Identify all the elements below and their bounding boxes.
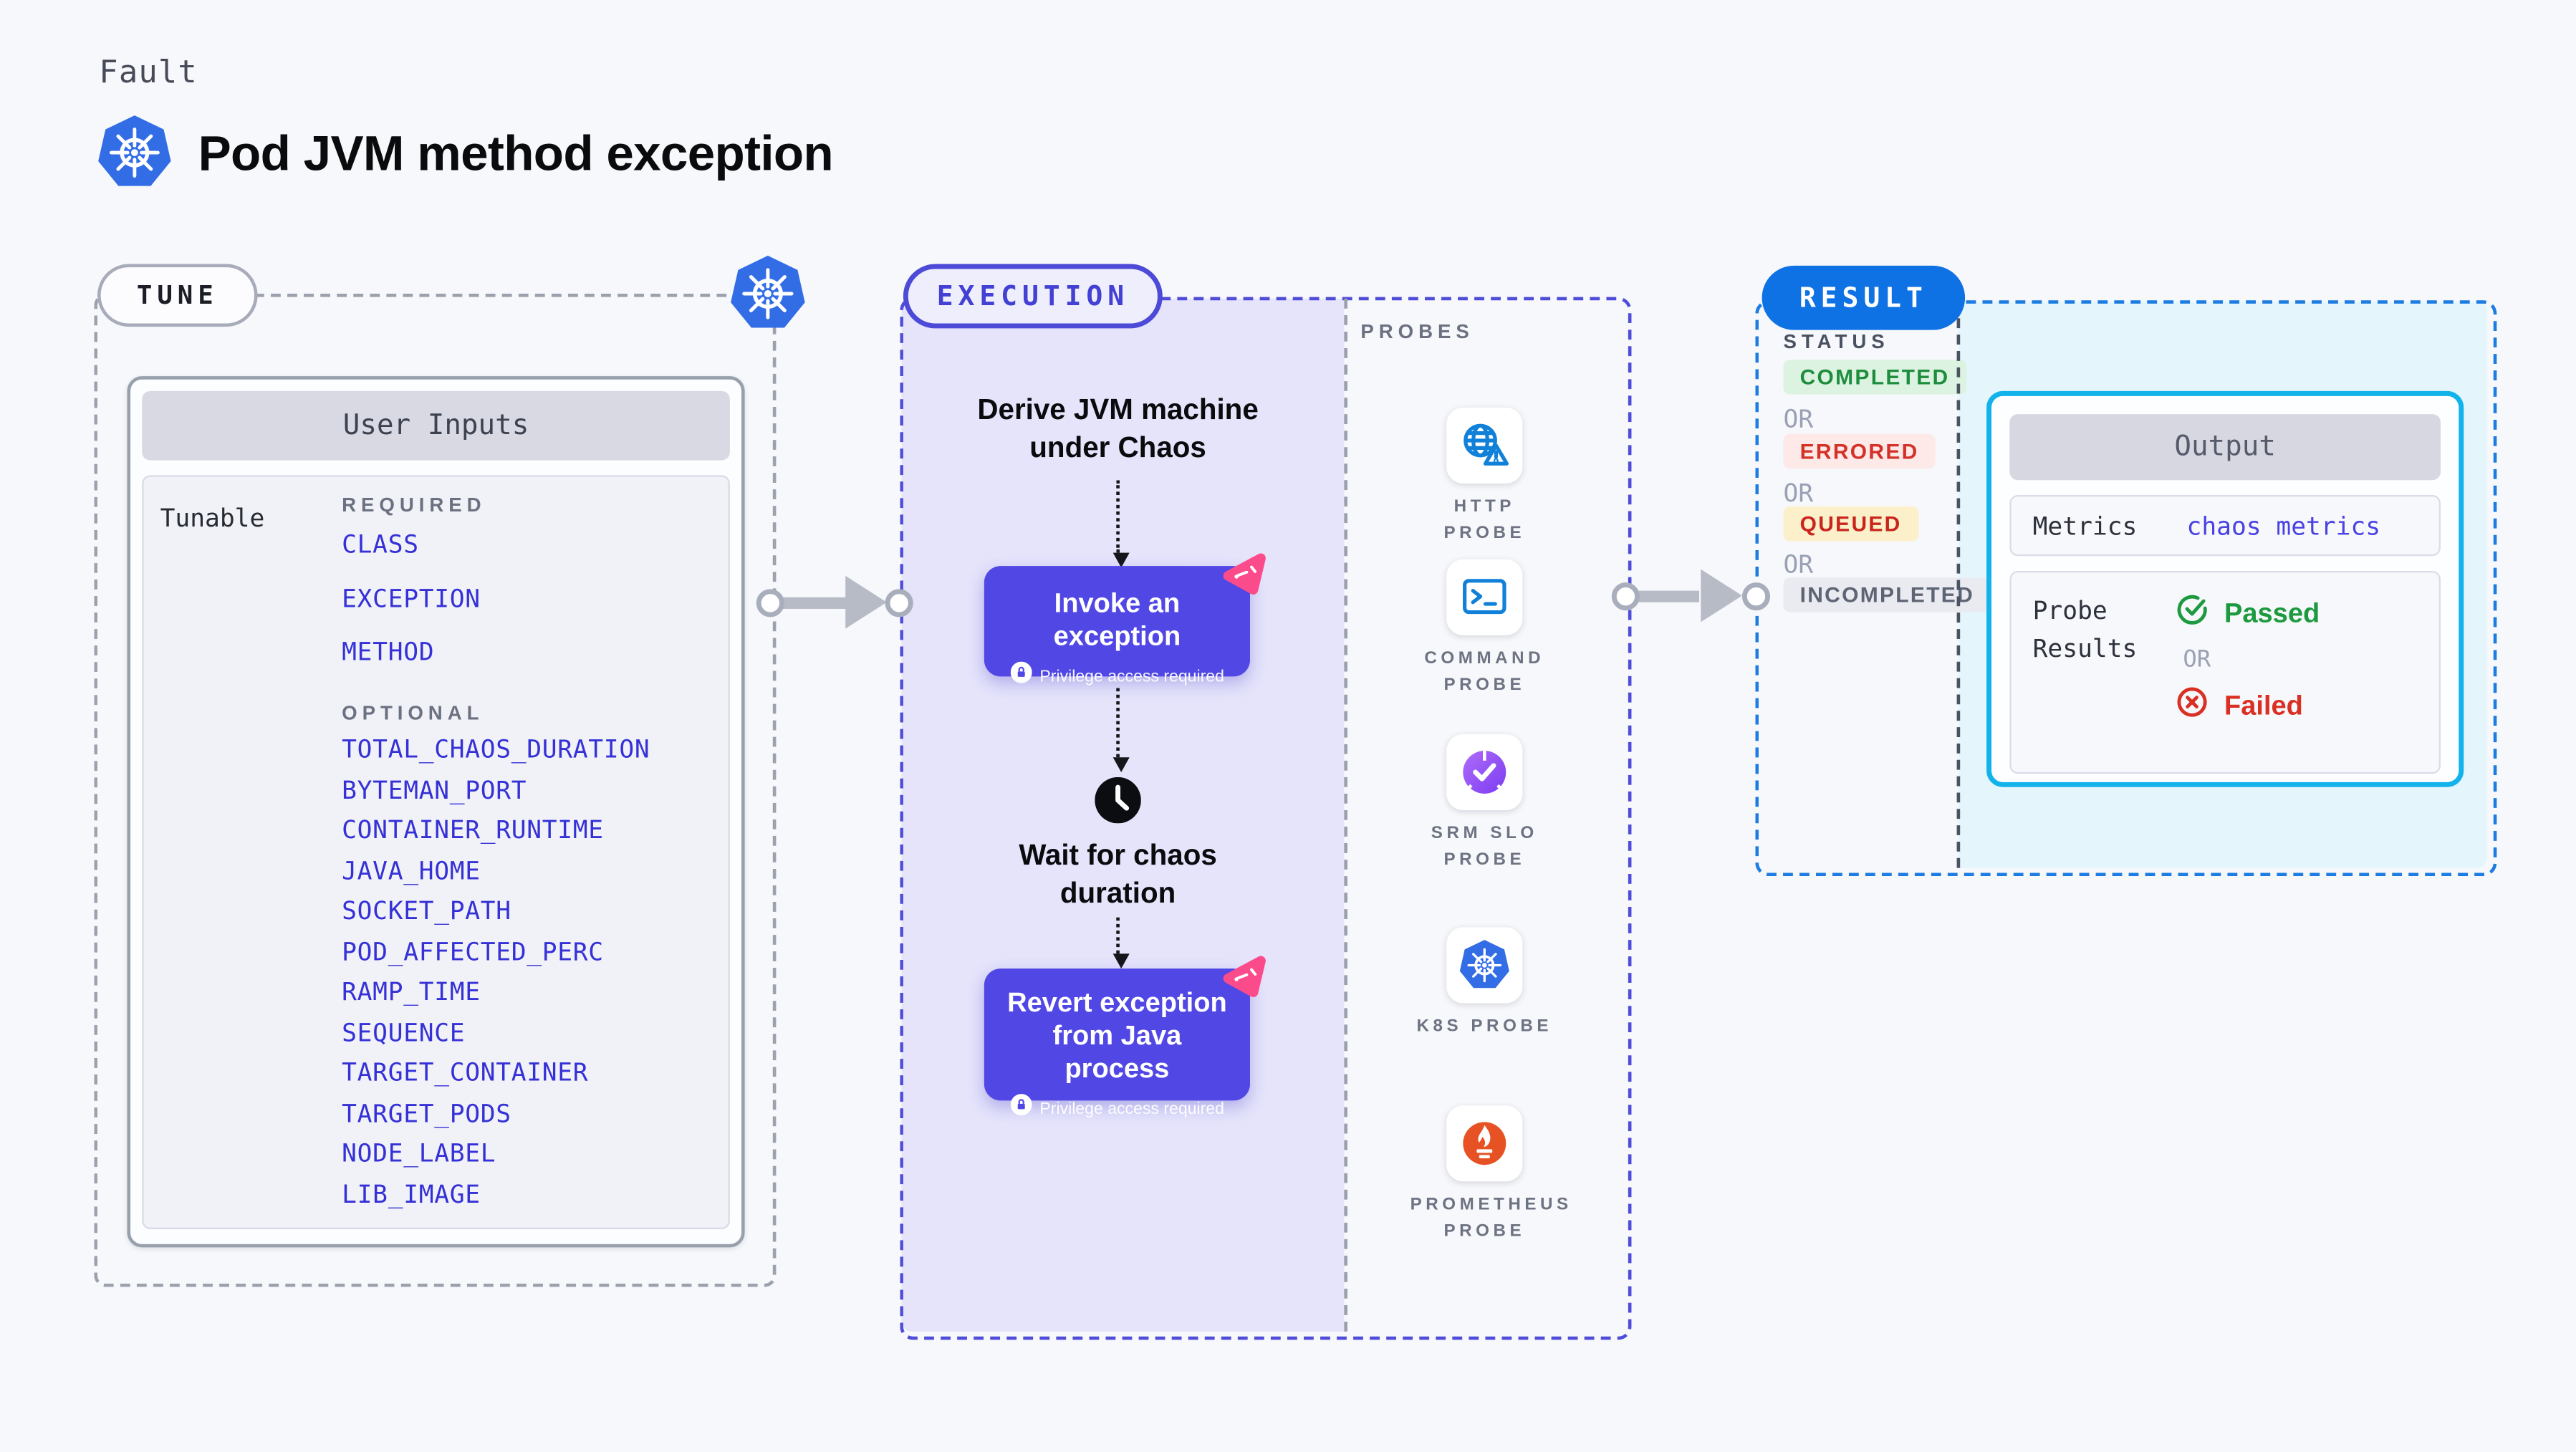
probe-name: HTTP PROBE (1443, 496, 1526, 543)
env-var-link[interactable]: RAMP_TIME (342, 976, 481, 1007)
env-var-link[interactable]: METHOD (342, 637, 435, 667)
connector-dot (756, 589, 784, 617)
env-var-link[interactable]: NODE_LABEL (342, 1138, 496, 1168)
or-label: OR (1783, 404, 1814, 434)
privilege-badge-text: Privilege access required (1039, 668, 1224, 686)
status-badge-completed: COMPLETED (1783, 360, 1966, 395)
probe-name: K8S PROBE (1416, 1016, 1553, 1037)
lock-icon (1009, 662, 1032, 691)
globe-alert-icon (1446, 407, 1523, 484)
status-label: STATUS (1783, 330, 1890, 353)
optional-label: OPTIONAL (342, 701, 484, 725)
litmus-chaos-icon (1218, 950, 1267, 999)
status-badge-errored: ERRORED (1783, 433, 1936, 469)
probe-item: PROMETHEUS PROBE (1410, 1105, 1572, 1245)
connector-dot (885, 589, 913, 617)
passed-label: Passed (2224, 597, 2320, 628)
connector-dot (1611, 582, 1640, 611)
probe-results-label: Probe Results (2032, 595, 2138, 663)
or-label: OR (1783, 549, 1814, 580)
x-circle-icon (2175, 685, 2209, 728)
or-label: OR (2183, 646, 2211, 673)
env-var-link[interactable]: TARGET_PODS (342, 1097, 511, 1128)
env-var-link[interactable]: JAVA_HOME (342, 855, 481, 885)
kubernetes-icon (729, 254, 808, 334)
result-pill: RESULT (1762, 265, 1966, 330)
failed-label: Failed (2224, 690, 2303, 721)
flow-dotted-arrow (1112, 480, 1129, 568)
env-var-link[interactable]: POD_AFFECTED_PERC (342, 936, 604, 966)
revert-step-title: Revert exception from Java process (1007, 988, 1227, 1085)
probes-divider (1344, 298, 1347, 1332)
env-var-link[interactable]: BYTEMAN_PORT (342, 774, 527, 804)
probe-name: COMMAND PROBE (1424, 648, 1545, 695)
execution-pill: EXECUTION (903, 264, 1163, 329)
output-card: Output Metrics chaos metrics Probe Resul… (1986, 390, 2464, 787)
kubernetes-icon (96, 114, 173, 191)
probes-label: PROBES (1360, 319, 1474, 344)
probe-item: HTTP PROBE (1410, 407, 1559, 547)
metrics-label: Metrics (2032, 510, 2138, 541)
env-var-link[interactable]: SEQUENCE (342, 1017, 466, 1047)
terminal-icon (1446, 559, 1523, 635)
clock-icon (1095, 777, 1141, 824)
user-inputs-panel: Tunable REQUIRED CLASS EXCEPTION METHOD … (142, 475, 730, 1230)
flow-dotted-arrow (1112, 688, 1129, 772)
slo-check-icon (1446, 734, 1523, 810)
status-badge-incompleted: INCOMPLETED (1783, 577, 1991, 612)
flow-arrowhead (1701, 569, 1742, 622)
env-var-link[interactable]: CLASS (342, 529, 419, 559)
metrics-row: Metrics chaos metrics (2009, 495, 2441, 557)
required-label: REQUIRED (342, 493, 486, 516)
privilege-badge-text: Privilege access required (1039, 1100, 1224, 1119)
tunable-label: Tunable (160, 503, 265, 534)
tune-section (94, 294, 777, 1287)
prometheus-icon (1446, 1105, 1523, 1182)
env-var-link[interactable]: TARGET_CONTAINER (342, 1057, 589, 1087)
litmus-chaos-icon (1218, 547, 1267, 596)
env-var-link[interactable]: LIB_IMAGE (342, 1178, 481, 1209)
flow-arrow (777, 597, 849, 609)
wait-step-text: Wait for chaos duration (1019, 838, 1217, 910)
env-var-link[interactable]: EXCEPTION (342, 583, 481, 613)
env-var-link[interactable]: TOTAL_CHAOS_DURATION (342, 734, 650, 764)
env-var-link[interactable]: CONTAINER_RUNTIME (342, 814, 604, 845)
flow-arrow (1633, 590, 1699, 602)
probe-results-row: Probe Results Passed OR (2009, 570, 2441, 774)
fault-kind-label: Fault (99, 54, 198, 91)
result-divider (1956, 302, 1961, 868)
flow-arrowhead (845, 575, 887, 629)
invoke-step-title: Invoke an exception (1053, 589, 1181, 653)
probe-item: COMMAND PROBE (1410, 559, 1559, 699)
kubernetes-icon (1446, 927, 1523, 1004)
page-title: Pod JVM method exception (198, 127, 834, 182)
chaos-metrics-link[interactable]: chaos metrics (2186, 510, 2381, 541)
lock-icon (1009, 1095, 1032, 1124)
env-var-link[interactable]: SOCKET_PATH (342, 895, 511, 926)
tune-pill: TUNE (97, 264, 258, 327)
probe-name: PROMETHEUS PROBE (1410, 1194, 1572, 1241)
derive-step-text: Derive JVM machine under Chaos (977, 393, 1259, 464)
probe-item: SRM SLO PROBE (1410, 734, 1559, 874)
probe-item: K8S PROBE (1410, 927, 1559, 1041)
check-circle-icon (2175, 592, 2209, 635)
required-items: CLASS EXCEPTION METHOD (342, 529, 481, 667)
user-inputs-title: User Inputs (142, 390, 730, 461)
or-label: OR (1783, 478, 1814, 509)
invoke-exception-node: Invoke an exception Privilege access req… (984, 553, 1266, 686)
revert-exception-node: Revert exception from Java process Privi… (984, 956, 1266, 1118)
output-title: Output (2009, 414, 2441, 481)
optional-items: TOTAL_CHAOS_DURATION BYTEMAN_PORT CONTAI… (342, 734, 650, 1209)
probe-name: SRM SLO PROBE (1431, 823, 1538, 870)
execution-section (900, 297, 1632, 1340)
status-badge-queued: QUEUED (1783, 506, 1918, 542)
flow-dotted-arrow (1112, 917, 1129, 969)
connector-dot (1741, 582, 1771, 611)
